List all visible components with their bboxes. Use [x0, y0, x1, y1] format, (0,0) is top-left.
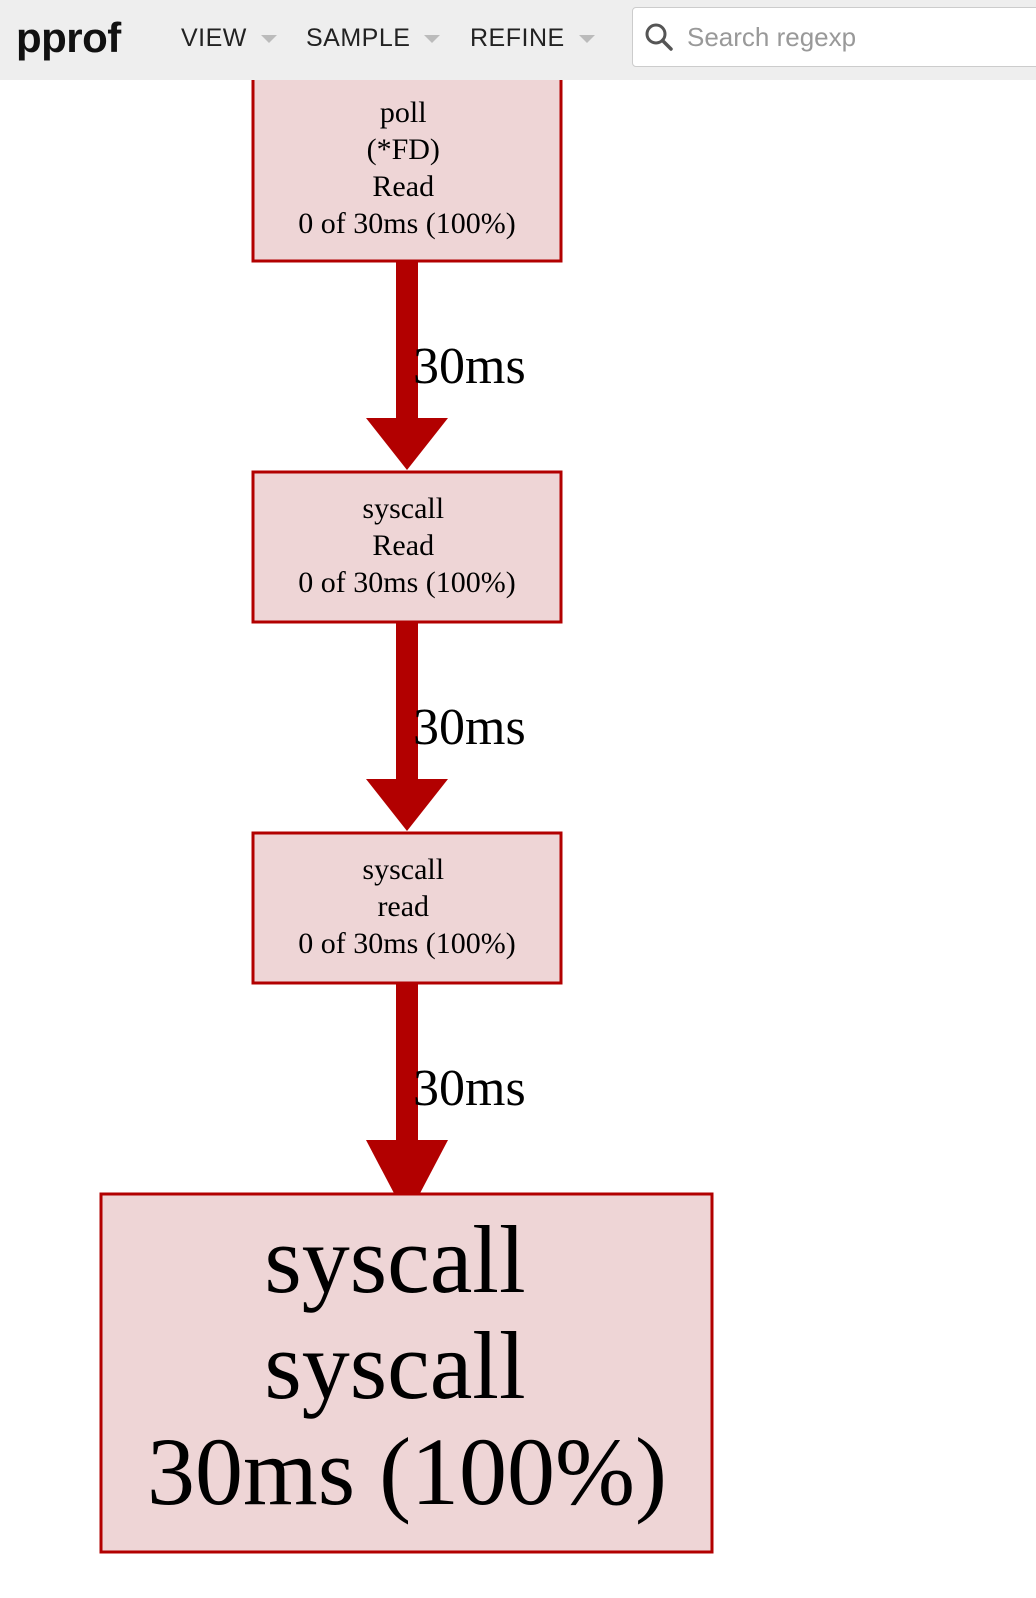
- node-line: (*FD): [367, 133, 440, 166]
- edge-arrowhead: [366, 1140, 448, 1218]
- node-label: syscall read 0 of 30ms (100%): [298, 853, 515, 960]
- app-title: pprof: [16, 14, 121, 61]
- call-graph[interactable]: poll (*FD) Read 0 of 30ms (100%) 30ms sy…: [0, 80, 1036, 1598]
- edge-label: 30ms: [413, 1060, 526, 1117]
- node-box: [251, 80, 563, 263]
- chevron-down-icon: [578, 35, 595, 43]
- node-line: syscall: [264, 1206, 525, 1313]
- chevron-down-icon: [424, 35, 441, 43]
- search-input[interactable]: [687, 18, 1027, 56]
- menu-view[interactable]: VIEW: [181, 22, 277, 54]
- graph-node-syscall-read-lower[interactable]: syscall read 0 of 30ms (100%): [251, 831, 563, 985]
- node-line: 0 of 30ms (100%): [298, 566, 515, 599]
- edge-arrowhead: [366, 779, 448, 831]
- graph-node-poll-fd-read[interactable]: poll (*FD) Read 0 of 30ms (100%): [251, 80, 563, 263]
- graph-edge-3[interactable]: 30ms: [366, 984, 526, 1218]
- node-line: syscall: [362, 853, 444, 886]
- edge-label: 30ms: [413, 338, 526, 395]
- edge-label: 30ms: [413, 699, 526, 756]
- menu-sample[interactable]: SAMPLE: [306, 22, 441, 54]
- graph-edge-2[interactable]: 30ms: [366, 623, 526, 831]
- node-line: syscall: [264, 1312, 525, 1419]
- graph-node-syscall-read-upper[interactable]: syscall Read 0 of 30ms (100%): [251, 470, 563, 624]
- graph-node-syscall-syscall[interactable]: syscall syscall 30ms (100%): [99, 1192, 714, 1554]
- node-line: syscall: [362, 492, 444, 525]
- node-box: [99, 1192, 714, 1554]
- toolbar: pprof VIEW SAMPLE REFINE: [0, 0, 1036, 80]
- node-box: [251, 831, 563, 985]
- menu-refine[interactable]: REFINE: [470, 22, 595, 54]
- menu-sample-label: SAMPLE: [306, 24, 411, 52]
- chevron-down-icon: [260, 35, 277, 43]
- node-line: read: [377, 890, 429, 923]
- graph-edge-1[interactable]: 30ms: [366, 262, 526, 470]
- search-box[interactable]: [632, 7, 1036, 67]
- node-line: 0 of 30ms (100%): [298, 927, 515, 960]
- menu-view-label: VIEW: [181, 24, 247, 52]
- edge-arrowhead: [366, 418, 448, 470]
- node-box: [251, 470, 563, 624]
- node-line: 30ms (100%): [147, 1418, 667, 1525]
- node-line: Read: [372, 170, 434, 203]
- node-label: syscall syscall 30ms (100%): [147, 1206, 667, 1525]
- node-label: poll (*FD) Read 0 of 30ms (100%): [298, 96, 515, 240]
- node-line: Read: [372, 529, 434, 562]
- menu-refine-label: REFINE: [470, 24, 565, 52]
- search-icon: [645, 23, 673, 51]
- node-label: syscall Read 0 of 30ms (100%): [298, 492, 515, 599]
- node-line: 0 of 30ms (100%): [298, 207, 515, 240]
- node-line: poll: [380, 96, 427, 129]
